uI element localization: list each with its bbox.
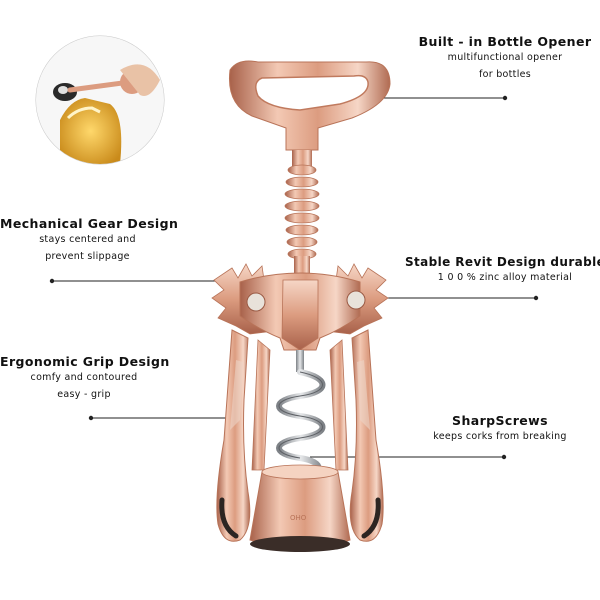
callout-title: Stable Revit Design durable	[405, 255, 600, 269]
leader-dot-opener	[502, 95, 508, 101]
callout-title: Built - in Bottle Opener	[418, 34, 592, 49]
callout-line: prevent slippage	[45, 251, 130, 262]
callout-line: stays centered and	[39, 234, 136, 245]
callout-bottle-opener: Built - in Bottle Opener multifunctional…	[410, 34, 600, 83]
callout-gear-design: Mechanical Gear Design stays centered an…	[0, 216, 179, 265]
callout-grip-design: Ergonomic Grip Design comfy and contoure…	[0, 354, 170, 403]
callout-line: multifunctional opener	[447, 52, 563, 63]
svg-text:OHO: OHO	[290, 514, 307, 522]
callout-line: for bottles	[478, 69, 532, 80]
leader-dot-grip	[88, 415, 94, 421]
callout-line: keeps corks from breaking	[433, 431, 567, 442]
callout-title: SharpScrews	[452, 413, 548, 428]
callout-title: Ergonomic Grip Design	[0, 354, 170, 369]
leader-dot-rivet	[533, 295, 539, 301]
callout-line: 1 0 0 % zinc alloy material	[437, 272, 573, 283]
callout-title: Mechanical Gear Design	[0, 216, 179, 231]
leader-dot-gear	[49, 278, 55, 284]
callout-line: easy - grip	[57, 389, 111, 400]
wine-corkscrew-image: OHO	[211, 60, 391, 552]
callout-rivet-design: Stable Revit Design durable 1 0 0 % zinc…	[405, 255, 600, 286]
callout-line: comfy and contoured	[30, 372, 138, 383]
leader-dot-screw	[501, 454, 507, 460]
callout-sharp-screws: SharpScrews keeps corks from breaking	[420, 413, 580, 445]
bottle-opening-inset-image	[35, 35, 165, 165]
